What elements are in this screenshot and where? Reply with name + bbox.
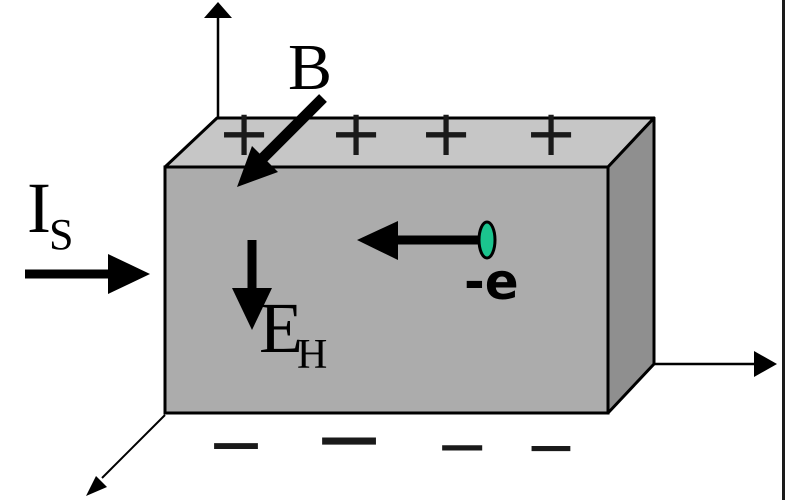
electron-particle [477,220,497,260]
plus-charge-sign: + [329,97,383,171]
magnetic-field-arrowhead-icon [237,146,278,187]
electron-velocity-arrowhead-icon [357,221,398,260]
electron-velocity-arrow [357,221,482,260]
current-label-subscript: S [49,210,73,259]
current-arrowhead-icon [108,254,150,294]
page-border-line [782,0,785,500]
electron-charge-label: -e [464,253,519,311]
plus-charge-sign: + [217,97,271,171]
negative-charge-row: − − − − [207,389,577,489]
x-axis-arrowhead-icon [754,351,777,377]
z-axis-line [101,414,166,479]
z-axis [86,414,166,496]
magnetic-field-label: B [288,31,332,104]
plus-charge-sign: + [419,97,473,171]
current-label: I [27,168,51,248]
minus-charge-sign: − [207,403,266,485]
slab-front-face [163,165,610,415]
minus-charge-sign: − [525,410,577,483]
hall-field-arrowhead-icon [232,288,272,330]
hall-field-arrow [232,240,272,330]
magnetic-field-arrow-shaft [254,94,327,167]
y-axis [204,2,232,118]
plus-charge-sign: + [524,97,578,171]
hall-field-label: E [259,288,303,368]
slab-right-face [606,116,656,415]
hall-field-label-subscript: H [297,332,327,378]
y-axis-arrowhead-icon [204,2,232,18]
magnetic-field-arrow [237,94,327,187]
positive-charge-row: + + + + [217,97,578,171]
minus-charge-sign: − [313,389,385,489]
x-axis [654,351,777,377]
minus-charge-sign: − [435,410,489,484]
current-arrow [25,254,150,294]
z-axis-arrowhead-icon [86,476,107,496]
